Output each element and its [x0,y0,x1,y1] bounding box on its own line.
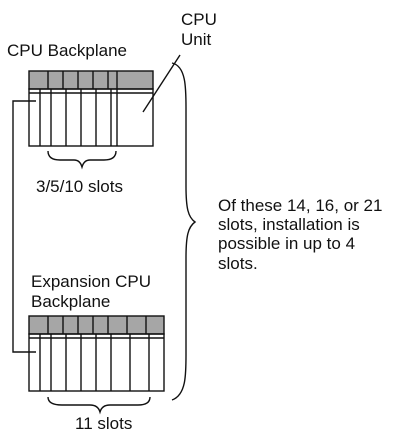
right-brace [171,62,197,401]
top-slots-count-label: 3/5/10 slots [36,177,123,196]
cpu-backplane-label: CPU Backplane [7,41,128,60]
cpu-backplane-body [28,88,154,147]
cpu-unit-label-text: CPU Unit [181,10,217,49]
top-slots-brace [47,150,117,170]
connecting-cable [12,100,36,353]
expansion-backplane-label-text: Expansion CPU Backplane [31,272,152,311]
expansion-backplane-header [28,315,165,335]
bottom-slots-brace [47,396,151,415]
expansion-backplane-label: Expansion CPU Backplane [31,272,181,312]
cpu-backplane [28,70,154,147]
bottom-slots-count-label: 11 slots [75,414,133,433]
installation-note: Of these 14, 16, or 21 slots, installati… [218,196,383,273]
cpu-unit-label: CPU Unit [181,10,219,50]
expansion-cpu-backplane [28,315,165,392]
cpu-unit-pointer [142,54,181,113]
